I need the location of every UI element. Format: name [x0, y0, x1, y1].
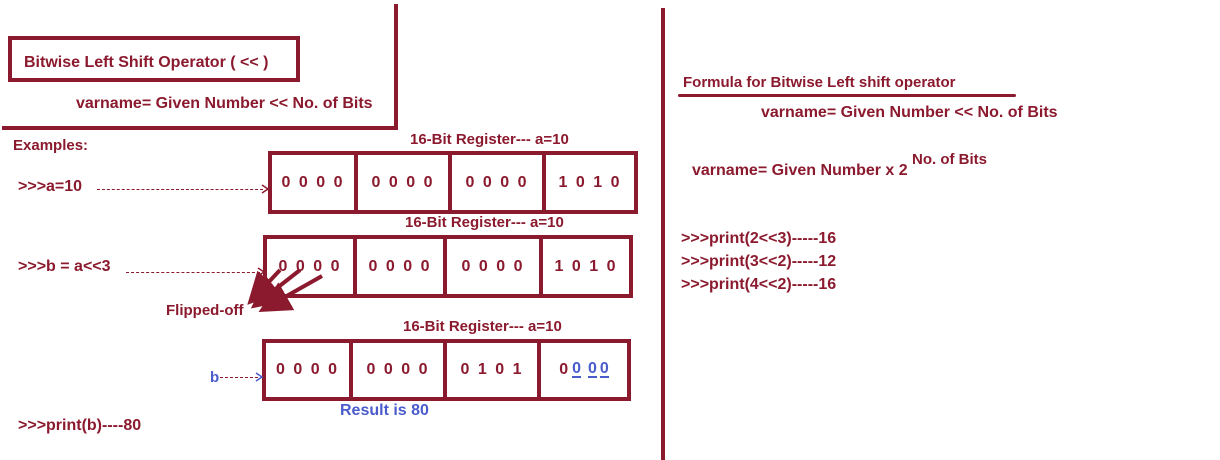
- register-2: 0 0 0 0 0 0 0 0 0 0 0 0 1 0 1 0: [263, 235, 633, 298]
- assign-b-dashed-line: [126, 272, 260, 273]
- formula-exponent: No. of Bits: [912, 151, 987, 168]
- register-1-label: 16-Bit Register--- a=10: [410, 131, 569, 148]
- register-1: 0 0 0 0 0 0 0 0 0 0 0 0 1 0 1 0: [268, 151, 638, 214]
- assign-a: >>>a=10: [18, 178, 83, 195]
- register-2-cell-2: 0 0 0 0: [357, 239, 447, 294]
- register-3-cell-4: 0 0 0 0: [541, 343, 631, 397]
- register-2-cell-3: 0 0 0 0: [447, 239, 543, 294]
- register-3-cell-3: 0 1 0 1: [447, 343, 541, 397]
- b-label: b: [210, 369, 220, 386]
- title-box: [8, 36, 300, 82]
- flipped-arrow-3: [258, 274, 323, 312]
- register-3-bit-13: 0: [559, 361, 569, 378]
- register-2-cell-1: 0 0 0 0: [267, 239, 357, 294]
- flipped-off-label: Flipped-off: [166, 302, 244, 319]
- assign-b-arrow-head: [257, 267, 266, 277]
- formula-title-underline: [678, 94, 1016, 97]
- right-example-3: >>>print(4<<2)-----16: [681, 276, 837, 293]
- left-panel-bottom-border: [2, 126, 398, 130]
- register-3-cell-2: 0 0 0 0: [353, 343, 447, 397]
- assign-a-dashed-line: [97, 189, 263, 190]
- register-2-cell-4: 1 0 1 0: [543, 239, 633, 294]
- assign-b: >>>b = a<<3: [18, 258, 111, 275]
- right-example-2: >>>print(3<<2)-----12: [681, 253, 837, 270]
- register-2-label: 16-Bit Register--- a=10: [405, 214, 564, 231]
- formula-shift: varname= Given Number << No. of Bits: [761, 104, 1058, 121]
- right-example-1: >>>print(2<<3)-----16: [681, 230, 837, 247]
- assign-a-arrow-head: [261, 184, 270, 194]
- register-1-cell-2: 0 0 0 0: [358, 155, 452, 210]
- register-1-cell-1: 0 0 0 0: [272, 155, 358, 210]
- examples-label: Examples:: [13, 137, 89, 154]
- formula-multiply: varname= Given Number x 2: [692, 162, 908, 179]
- register-3-label: 16-Bit Register--- a=10: [403, 318, 562, 335]
- b-dashed-line: [220, 377, 258, 378]
- register-3-bit-14: 0: [572, 360, 581, 378]
- register-1-cell-4: 1 0 1 0: [546, 155, 638, 210]
- result-label: Result is 80: [340, 402, 429, 419]
- page-title: Bitwise Left Shift Operator ( << ): [24, 54, 269, 71]
- register-1-cell-3: 0 0 0 0: [452, 155, 546, 210]
- print-b: >>>print(b)----80: [18, 417, 142, 434]
- register-3-cell-1: 0 0 0 0: [266, 343, 353, 397]
- center-divider: [661, 8, 665, 460]
- left-panel-right-border: [394, 4, 398, 128]
- left-syntax: varname= Given Number << No. of Bits: [76, 95, 373, 112]
- b-arrow-head: [255, 372, 264, 382]
- register-3: 0 0 0 0 0 0 0 0 0 1 0 1 0 0 0 0: [262, 339, 631, 401]
- register-3-bit-15: 0: [588, 360, 597, 378]
- formula-title: Formula for Bitwise Left shift operator: [683, 74, 956, 91]
- register-3-bit-16: 0: [599, 360, 609, 378]
